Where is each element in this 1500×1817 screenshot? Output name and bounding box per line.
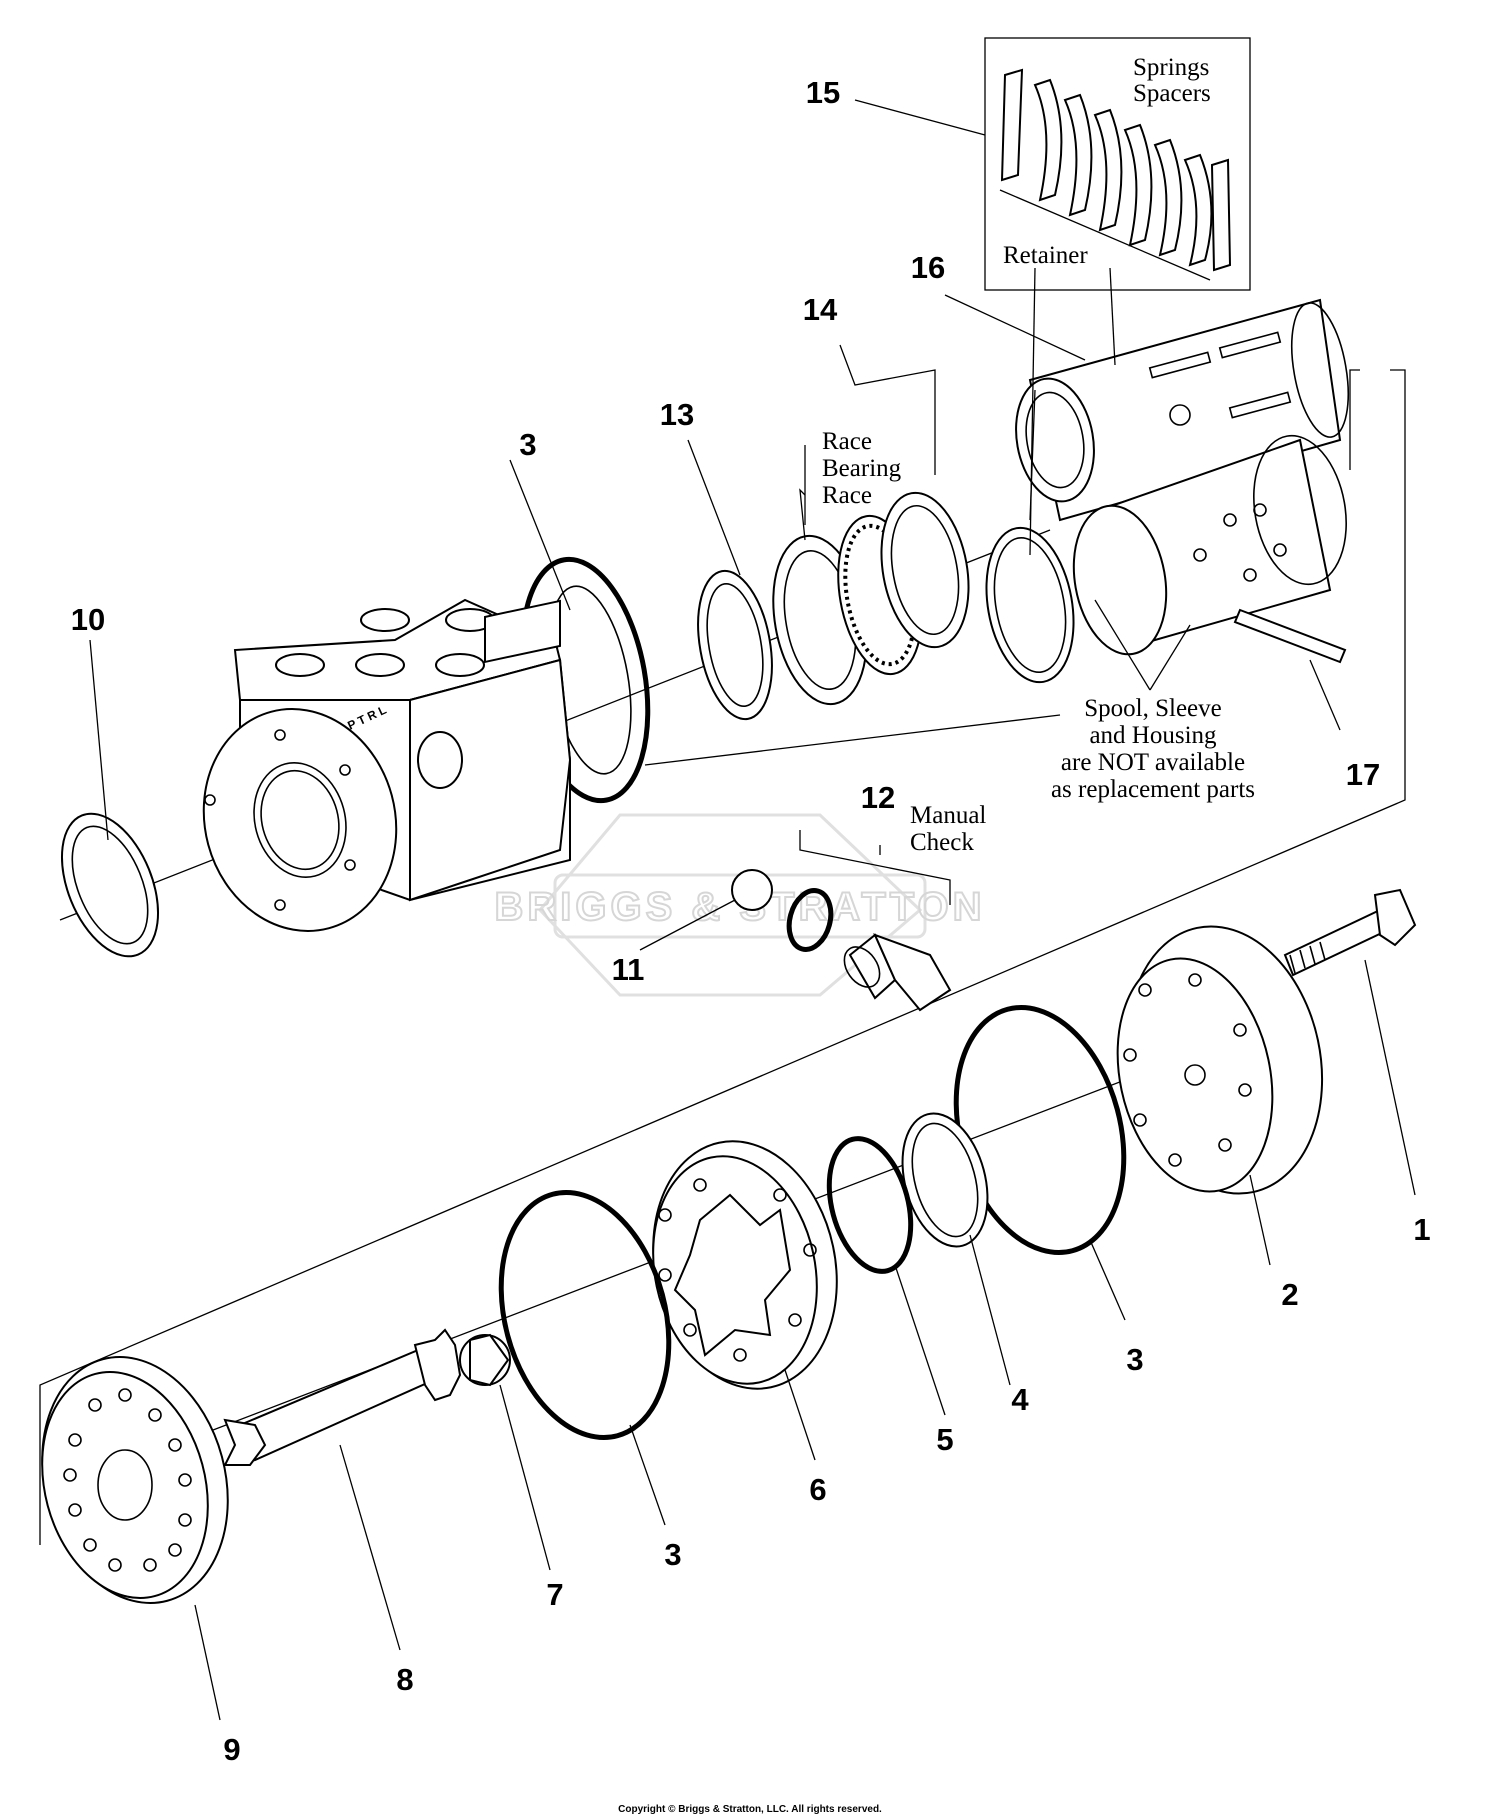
note-springs: Springs — [1133, 54, 1209, 81]
note-spool-2: and Housing — [1089, 722, 1217, 749]
callout-numbers: 15 16 14 13 3 10 17 12 11 1 2 3 4 5 6 3 … — [71, 75, 1431, 1767]
part-15-springs-box — [984, 37, 1251, 291]
part-5-small-oring — [826, 1136, 914, 1274]
retainer-ring — [985, 526, 1075, 684]
callout-14: 14 — [803, 292, 838, 327]
callout-16: 16 — [911, 250, 945, 285]
callout-11: 11 — [612, 952, 645, 987]
callout-8: 8 — [396, 1662, 413, 1697]
callout-7: 7 — [546, 1577, 563, 1612]
note-retainer: Retainer — [1003, 242, 1088, 269]
callout-12: 12 — [861, 780, 895, 815]
part-2-end-cap — [1116, 925, 1324, 1195]
callout-3-right: 3 — [1126, 1342, 1143, 1377]
part-4-plate-ring — [901, 1112, 989, 1248]
part-12-manual-check — [786, 888, 952, 1012]
part-10-seal-ring — [60, 812, 160, 958]
copyright-text: Copyright © Briggs & Stratton, LLC. All … — [618, 1804, 882, 1815]
part-17-pin — [1233, 608, 1347, 664]
spool-sleeve — [1072, 434, 1347, 656]
callout-15: 15 — [806, 75, 840, 110]
part-3-oring-lower-left — [498, 1189, 672, 1441]
note-race-bottom: Race — [822, 482, 872, 509]
part-11-check-ball — [731, 869, 773, 911]
part-7-spacer — [459, 1333, 511, 1387]
note-manual: Manual — [910, 802, 986, 829]
callout-3-top: 3 — [519, 427, 536, 462]
part-1-bolt — [1283, 888, 1417, 977]
callout-6: 6 — [809, 1472, 826, 1507]
callout-2: 2 — [1281, 1277, 1298, 1312]
note-check: Check — [910, 829, 974, 856]
note-spool-4: as replacement parts — [1051, 776, 1255, 803]
part-housing: P T R L — [202, 556, 651, 932]
callout-13: 13 — [660, 397, 694, 432]
callout-3-bottom: 3 — [664, 1537, 681, 1572]
part-8-drive-shaft — [223, 1328, 462, 1466]
part-14-bearing-assembly — [772, 491, 970, 706]
note-spool-1: Spool, Sleeve — [1084, 695, 1222, 722]
callout-1: 1 — [1413, 1212, 1430, 1247]
note-spool-3: are NOT available — [1061, 749, 1245, 776]
callout-4: 4 — [1011, 1382, 1029, 1417]
note-bearing: Bearing — [822, 455, 902, 482]
part-13-ring — [697, 569, 773, 721]
callout-10: 10 — [71, 602, 105, 637]
callout-5: 5 — [936, 1422, 953, 1457]
part-16-spool — [1015, 298, 1349, 522]
callout-17: 17 — [1346, 757, 1380, 792]
note-race-top: Race — [822, 428, 872, 455]
note-spacers: Spacers — [1133, 80, 1211, 107]
annotation-notes: Springs Spacers Retainer Race Bearing Ra… — [822, 54, 1255, 856]
part-9-wear-plate — [41, 1356, 229, 1604]
callout-9-label: 9 — [223, 1732, 240, 1767]
leader-lines — [89, 99, 1416, 1721]
part-6-gerotor — [652, 1140, 838, 1390]
